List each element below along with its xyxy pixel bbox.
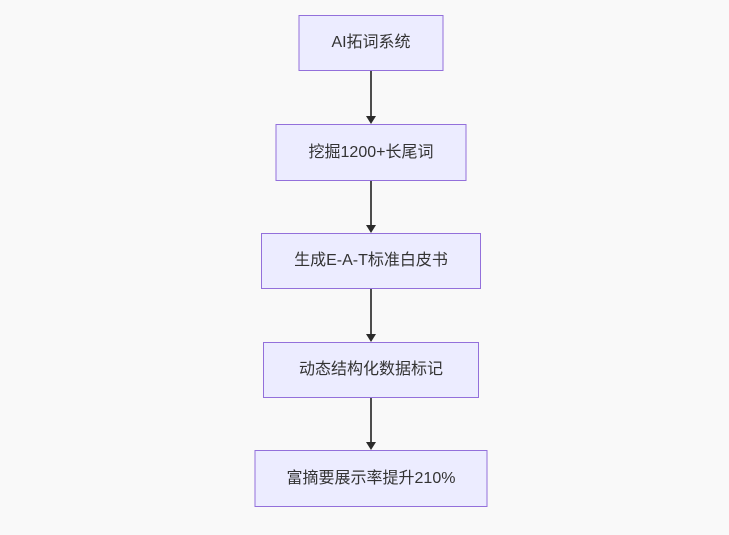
flowchart-arrow-3: [365, 289, 377, 342]
flowchart-arrow-1: [365, 71, 377, 124]
flowchart-node-ai-system: AI拓词系统: [298, 15, 444, 71]
flowchart-node-rich-snippet-result: 富摘要展示率提升210%: [254, 450, 488, 507]
node-label: 动态结构化数据标记: [298, 361, 443, 379]
arrow-line: [370, 289, 372, 334]
arrow-line: [370, 71, 372, 116]
arrow-head-icon: [366, 442, 376, 450]
node-label: 挖掘1200+长尾词: [308, 143, 434, 161]
node-label: AI拓词系统: [331, 34, 411, 52]
flowchart-arrow-2: [365, 181, 377, 233]
arrow-head-icon: [366, 334, 376, 342]
flowchart-node-longtail-keywords: 挖掘1200+长尾词: [275, 124, 467, 181]
arrow-head-icon: [366, 225, 376, 233]
arrow-line: [370, 398, 372, 442]
arrow-head-icon: [366, 116, 376, 124]
flowchart-arrow-4: [365, 398, 377, 450]
flowchart-node-eat-whitepaper: 生成E-A-T标准白皮书: [261, 233, 481, 289]
node-label: 生成E-A-T标准白皮书: [294, 252, 448, 270]
node-label: 富摘要展示率提升210%: [286, 469, 456, 487]
flowchart-node-structured-data: 动态结构化数据标记: [263, 342, 479, 398]
arrow-line: [370, 181, 372, 225]
